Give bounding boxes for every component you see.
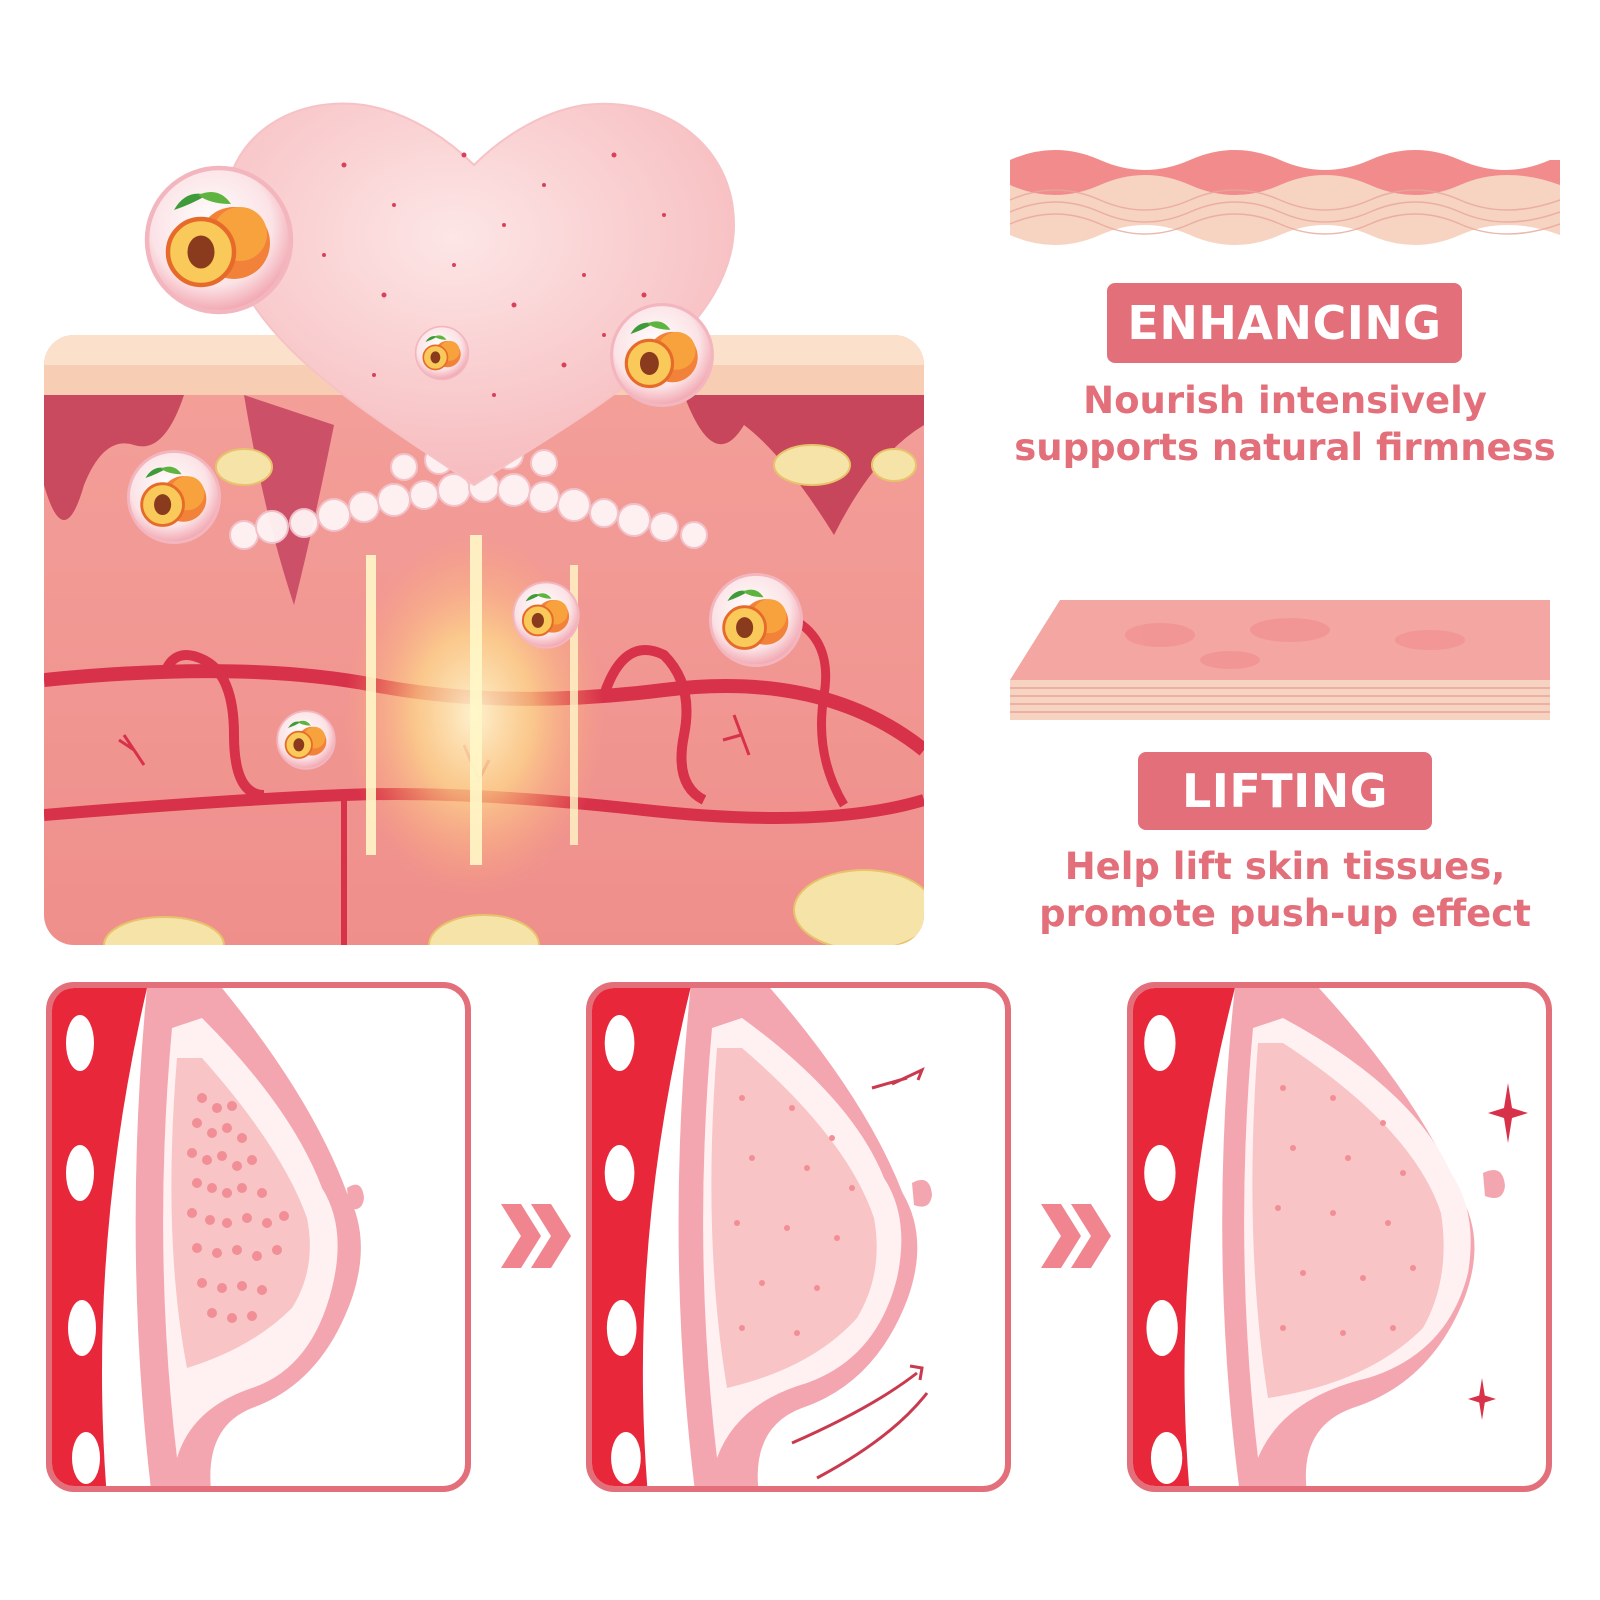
sparkle-icon xyxy=(1468,1378,1496,1420)
lifting-badge: LIFTING xyxy=(1138,752,1432,830)
lifting-description: Help lift skin tissues, promote push-up … xyxy=(985,843,1585,937)
peach-icon xyxy=(276,710,336,770)
enhancing-description-line-2: supports natural firmness xyxy=(1014,426,1556,469)
stage-panel-after xyxy=(1127,982,1552,1492)
lifting-title: LIFTING xyxy=(1181,764,1389,818)
peach-icon xyxy=(610,303,714,407)
enhancing-title: ENHANCING xyxy=(1127,296,1442,350)
stage-panel-during xyxy=(586,982,1011,1492)
sparkle-icon xyxy=(1488,1083,1528,1143)
breast-tissue-illustration-after xyxy=(1133,988,1505,1486)
lifting-description-line-1: Help lift skin tissues, xyxy=(1064,845,1506,888)
double-chevron-right-icon xyxy=(501,1204,571,1268)
peach-icon xyxy=(708,572,804,668)
double-chevron-right-icon xyxy=(1041,1204,1111,1268)
breast-tissue-illustration-during xyxy=(592,988,932,1486)
enhancing-description: Nourish intensively supports natural fir… xyxy=(985,377,1585,471)
peach-icon xyxy=(512,581,580,649)
lifting-description-line-2: promote push-up effect xyxy=(1039,892,1531,935)
enhancing-description-line-1: Nourish intensively xyxy=(1083,379,1487,422)
wavy-skin-layer-illustration xyxy=(1010,150,1560,245)
skin-cross-section-illustration xyxy=(44,102,924,945)
peach-icon xyxy=(414,325,470,381)
stage-panel-before xyxy=(46,982,471,1492)
peach-icon xyxy=(126,449,222,545)
flat-skin-layer-illustration xyxy=(1010,600,1550,720)
peach-icon xyxy=(147,168,291,312)
enhancing-badge: ENHANCING xyxy=(1107,283,1462,363)
breast-tissue-illustration-before xyxy=(52,988,364,1486)
